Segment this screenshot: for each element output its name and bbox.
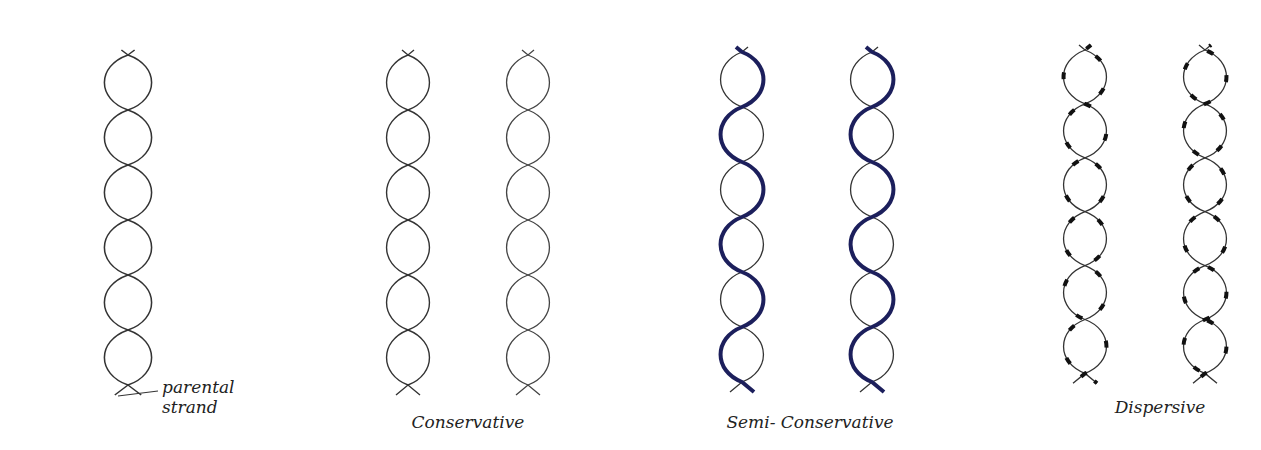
semi-conservative-helix: [851, 47, 894, 392]
semi-conservative-helix: [721, 47, 764, 392]
dispersive-helix: [1064, 45, 1107, 383]
model-caption: Dispersive: [1115, 398, 1206, 418]
strand-label: parental strand: [162, 378, 232, 417]
parental-helix: [104, 50, 151, 395]
model-caption: Conservative: [412, 413, 525, 433]
leader-line: [118, 391, 158, 396]
dispersive-helix: [1184, 45, 1227, 383]
model-caption: Semi- Conservative: [726, 413, 893, 433]
conservative-helix: [387, 50, 430, 395]
conservative-helix: [507, 50, 550, 395]
